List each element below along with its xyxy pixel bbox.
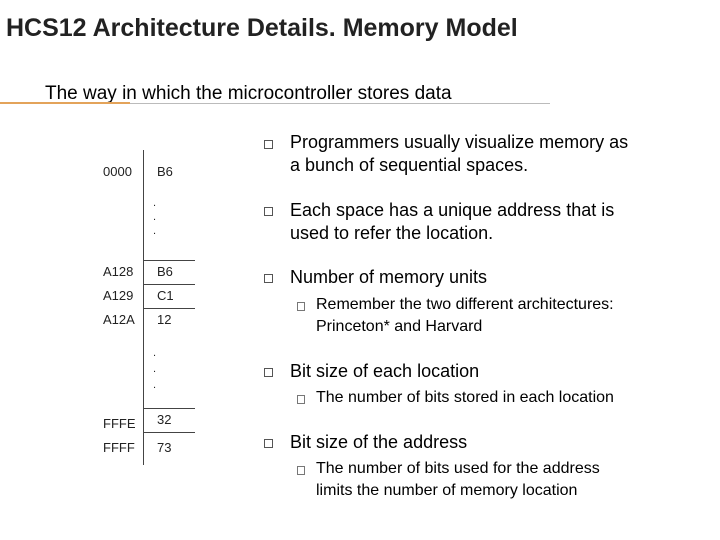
table-address: A129 bbox=[103, 288, 134, 303]
table-row-line bbox=[143, 432, 195, 433]
bullet-text: Bit size of each location bbox=[290, 361, 480, 381]
bullet-text: used to refer the location. bbox=[290, 223, 494, 243]
sub-bullet-text: The number of bits used for the address bbox=[316, 460, 600, 477]
bullet-icon bbox=[264, 207, 273, 216]
table-address: FFFF bbox=[103, 440, 135, 455]
ellipsis-dot: . bbox=[153, 363, 157, 375]
bullet-text: Bit size of the address bbox=[290, 432, 468, 452]
accent-rule bbox=[0, 102, 130, 104]
bullet-text: Each space has a unique address that is bbox=[290, 200, 615, 220]
table-value: 12 bbox=[157, 312, 172, 327]
table-value: B6 bbox=[157, 264, 173, 279]
sub-bullet-text: The number of bits stored in each locati… bbox=[316, 389, 614, 406]
memory-table: 0000 B6 . . . A128 B6 A129 C1 A12A 12 . … bbox=[95, 150, 195, 465]
bullet-text: Number of memory units bbox=[290, 267, 488, 287]
table-row-line bbox=[143, 260, 195, 261]
bullet-icon bbox=[264, 274, 273, 283]
ellipsis-dot: . bbox=[153, 379, 157, 391]
table-value: 73 bbox=[157, 440, 172, 455]
table-address: FFFE bbox=[103, 416, 136, 431]
ellipsis-dot: . bbox=[153, 211, 157, 223]
bullet-icon bbox=[264, 368, 273, 377]
ellipsis-dot: . bbox=[153, 225, 157, 237]
table-value: 32 bbox=[157, 412, 172, 427]
sub-bullet-icon bbox=[297, 302, 305, 311]
sub-bullet-icon bbox=[297, 466, 305, 475]
table-row-line bbox=[143, 308, 195, 309]
table-address: A12A bbox=[103, 312, 135, 327]
sub-bullet-text: Remember the two different architectures… bbox=[316, 296, 614, 313]
sub-bullet-text: limits the number of memory location bbox=[316, 482, 578, 499]
slide-subtitle: The way in which the microcontroller sto… bbox=[45, 83, 452, 104]
sub-bullet-text: Princeton* and Harvard bbox=[316, 318, 483, 335]
table-row-line bbox=[143, 284, 195, 285]
bullet-text: Programmers usually visualize memory as bbox=[290, 132, 629, 152]
bullet-text: a bunch of sequential spaces. bbox=[290, 155, 529, 175]
bullet-icon bbox=[264, 140, 273, 149]
table-divider bbox=[143, 150, 144, 465]
table-address: 0000 bbox=[103, 164, 132, 179]
table-value: B6 bbox=[157, 164, 173, 179]
table-row-line bbox=[143, 408, 195, 409]
ellipsis-dot: . bbox=[153, 197, 157, 209]
table-value: C1 bbox=[157, 288, 174, 303]
slide-title: HCS12 Architecture Details. Memory Model bbox=[6, 14, 518, 42]
bullet-icon bbox=[264, 439, 273, 448]
ellipsis-dot: . bbox=[153, 347, 157, 359]
table-address: A128 bbox=[103, 264, 134, 279]
divider-rule bbox=[130, 103, 550, 104]
sub-bullet-icon bbox=[297, 395, 305, 404]
